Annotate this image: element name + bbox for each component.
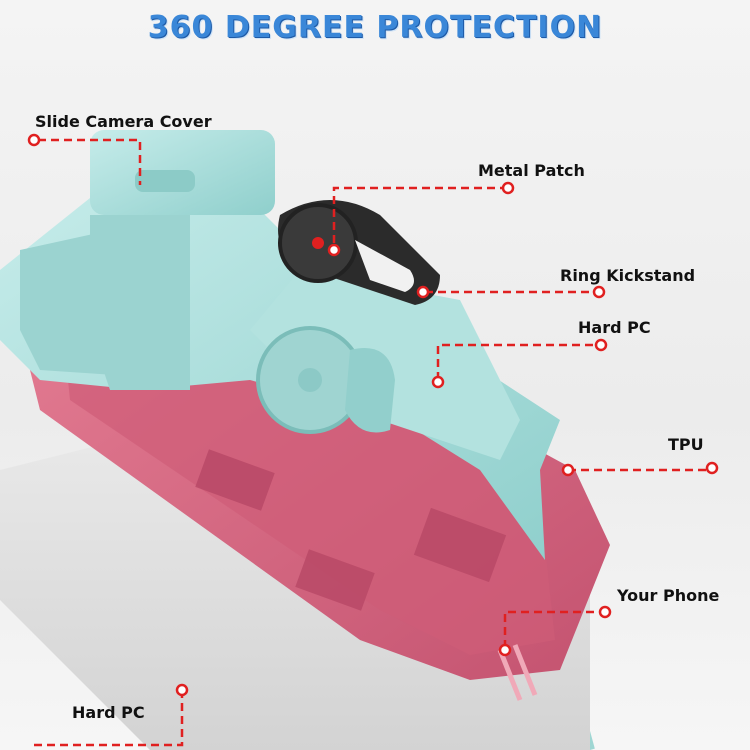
label-hard-pc-bottom: Hard PC <box>72 703 145 722</box>
callout-lines <box>32 138 710 747</box>
label-metal-patch: Metal Patch <box>478 161 585 180</box>
slide-camera-cover <box>90 130 275 390</box>
label-ring-kickstand: Ring Kickstand <box>560 266 696 285</box>
label-hard-pc-top: Hard PC <box>578 318 651 337</box>
label-tpu: TPU <box>668 435 704 454</box>
ring-kickstand <box>278 200 440 305</box>
label-slide-camera-cover: Slide Camera Cover <box>35 112 212 131</box>
label-your-phone: Your Phone <box>617 586 720 605</box>
callout-dots <box>27 133 719 697</box>
page-title: 360 DEGREE PROTECTION <box>147 10 603 45</box>
